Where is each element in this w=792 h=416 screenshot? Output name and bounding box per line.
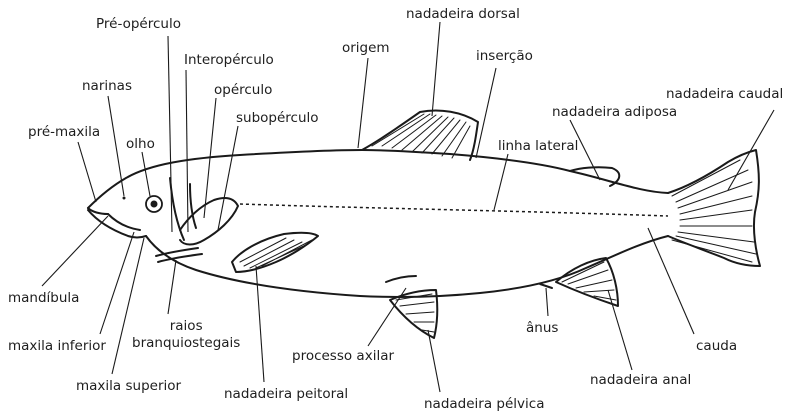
leader-narinas: [108, 96, 124, 196]
leader-maxila-inferior: [100, 232, 134, 334]
label-subopérculo: subopérculo: [236, 110, 319, 126]
pectoral-fin-outline: [232, 233, 318, 272]
anus-mark: [540, 284, 552, 288]
label-insercao: inserção: [476, 48, 533, 64]
label-linha-lateral: linha lateral: [498, 138, 578, 154]
branchiostegal-rays: [156, 248, 202, 262]
leader-nadadeira-caudal: [728, 110, 774, 190]
leader-maxila-superior: [112, 238, 144, 374]
axillary-process: [386, 276, 416, 282]
label-nadadeira-peitoral: nadadeira peitoral: [224, 386, 348, 402]
label-nadadeira-anal: nadadeira anal: [590, 372, 691, 388]
label-cauda: cauda: [696, 338, 737, 354]
fish-dorsal-outline: [88, 150, 668, 208]
leader-anus: [546, 288, 548, 316]
label-nadadeira-dorsal: nadadeira dorsal: [406, 6, 520, 22]
leader-subopérculo: [218, 126, 238, 230]
label-nadadeira-adiposa: nadadeira adiposa: [552, 104, 677, 120]
pectoral-fin-rays: [240, 238, 312, 268]
fish-ventral-outline: [146, 236, 668, 297]
leader-nadadeira-peitoral: [256, 266, 264, 382]
label-processo-axilar: processo axilar: [292, 348, 394, 364]
label-pre-maxila: pré-maxila: [28, 124, 100, 140]
leader-linha-lateral: [494, 154, 508, 210]
label-maxila-superior: maxila superior: [76, 378, 181, 394]
label-nadadeira-caudal: nadadeira caudal: [666, 86, 783, 102]
eye-pupil: [151, 201, 158, 208]
leader-pre-maxila: [78, 142, 96, 202]
label-origem: origem: [342, 40, 390, 56]
leader-mandibula: [42, 216, 108, 286]
label-pre-operculo: Pré-opérculo: [96, 16, 181, 32]
label-interoperculo: Interopérculo: [184, 52, 274, 68]
fish-lower-jaw: [108, 214, 140, 230]
interopercle: [190, 184, 196, 228]
label-olho: olho: [126, 136, 155, 152]
leader-nadadeira-anal: [608, 290, 632, 370]
label-nadadeira-pelvica: nadadeira pélvica: [424, 396, 544, 412]
label-raios-branquiostegais: raios branquiostegais: [132, 318, 240, 352]
caudal-fin-rays: [672, 160, 756, 262]
leader-pre-operculo: [168, 36, 172, 232]
leader-raios-branquiostegais: [168, 260, 176, 314]
leader-insercao: [476, 68, 496, 158]
label-narinas: narinas: [82, 78, 132, 94]
label-mandibula: mandíbula: [8, 290, 79, 306]
gill-cover: [180, 198, 238, 245]
leader-interoperculo: [186, 70, 188, 232]
leader-nadadeira-dorsal: [432, 22, 440, 116]
label-operculo: opérculo: [214, 82, 272, 98]
label-maxila-inferior: maxila inferior: [8, 338, 106, 354]
caudal-fin-outline: [668, 150, 760, 266]
lateral-line: [240, 204, 668, 216]
nostril: [123, 197, 126, 200]
fish-mouth: [88, 210, 146, 238]
label-anus: ânus: [526, 320, 558, 336]
leader-olho: [142, 152, 150, 196]
leader-nadadeira-pelvica: [428, 330, 440, 392]
leader-origem: [358, 58, 368, 148]
